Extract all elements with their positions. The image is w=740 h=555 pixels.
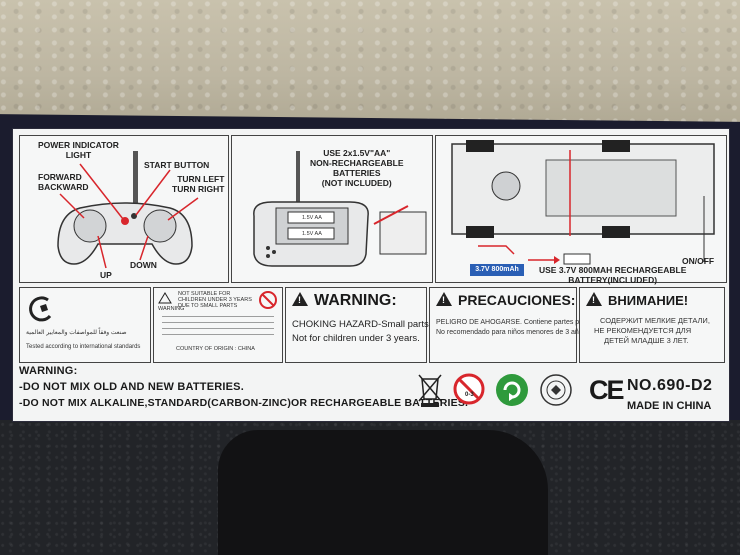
controller-drawing xyxy=(57,151,199,269)
made-in-china: MADE IN CHINA xyxy=(627,400,712,412)
standards-arabic: صنعت وفقاً للمواصفات والمعايير العالمية xyxy=(26,330,127,336)
warning-russian-box: ВНИМАНИЕ! СОДЕРЖИТ МЕЛКИЕ ДЕТАЛИ, НЕ РЕК… xyxy=(579,287,725,363)
warning-es-line1: PELIGRO DE AHOGARSE. Contiene partes peq… xyxy=(436,319,608,326)
age-notice-line2: CHILDREN UNDER 3 YEARS xyxy=(178,297,252,303)
warning-triangle-icon xyxy=(586,292,602,306)
standards-logo-icon xyxy=(29,296,52,322)
age-restriction-badge: 0-3 xyxy=(453,373,485,405)
warning-es-title-row: PRECAUCIONES: xyxy=(436,292,575,308)
age-notice-line3: DUE TO SMALL PARTS xyxy=(178,303,238,309)
warning-spanish-box: PRECAUCIONES: PELIGRO DE AHOGARSE. Conti… xyxy=(429,287,608,363)
vehicle-underside-drawing xyxy=(451,140,715,265)
wheel-front-left xyxy=(466,140,494,152)
age-symbol-text: 0-3 xyxy=(465,392,474,398)
forward-backward-label: FORWARD BACKWARD xyxy=(38,172,89,192)
turn-left-right-label: TURN LEFT TURN RIGHT xyxy=(172,174,225,194)
battery-warning-line2: -DO NOT MIX ALKALINE,STANDARD(CARBON-ZIN… xyxy=(19,397,469,409)
battery-pack-tag: 3.7V 800mAh xyxy=(470,264,524,276)
aa-battery-instruction: USE 2x1.5V"AA" NON-RECHARGEABLE BATTERIE… xyxy=(310,148,404,188)
wheel-rear-left xyxy=(602,140,630,152)
up-label: UP xyxy=(100,270,112,280)
left-joystick xyxy=(73,209,107,243)
warning-en-line2: Not for children under 3 years. xyxy=(292,333,420,344)
weee-bin-icon xyxy=(418,374,442,407)
age-notice-line1: NOT SUITABLE FOR xyxy=(178,291,231,297)
warning-es-line2: No recomendado para niños menores de 3 a… xyxy=(436,329,589,336)
on-off-label: ON/OFF xyxy=(682,256,715,266)
warning-en-line1: CHOKING HAZARD-Small parts. xyxy=(292,319,432,330)
warning-ru-line1: СОДЕРЖИТ МЕЛКИЕ ДЕТАЛИ, xyxy=(600,316,710,325)
no-small-parts-icon xyxy=(259,291,277,309)
down-label: DOWN xyxy=(130,260,157,270)
no-under-3-icon xyxy=(453,373,485,405)
country-of-origin: COUNTRY OF ORIGIN : CHINA xyxy=(176,346,255,352)
controller-back-drawing xyxy=(253,151,427,267)
warning-ru-title-row: ВНИМАНИЕ! xyxy=(586,292,688,308)
ce-mark: CE xyxy=(589,375,624,405)
recycling-seal-icon xyxy=(540,374,572,406)
warning-es-title: PRECAUCIONES: xyxy=(458,292,576,308)
controller-antenna xyxy=(133,151,138,203)
power-indicator-label: POWER INDICATOR LIGHT xyxy=(38,140,119,160)
battery-cell-2: 1.5V AA xyxy=(302,231,322,237)
warning-en-title: WARNING: xyxy=(314,292,397,309)
battery-cell-1: 1.5V AA xyxy=(302,215,322,221)
right-joystick xyxy=(143,209,177,243)
controller-battery-panel: USE 2x1.5V"AA" NON-RECHARGEABLE BATTERIE… xyxy=(231,135,433,283)
battery-warning-title: WARNING: xyxy=(19,365,78,377)
age-notice-box: NOT SUITABLE FOR CHILDREN UNDER 3 YEARS … xyxy=(153,287,283,363)
vehicle-battery-panel: 3.7V 800mAh ON/OFF xyxy=(435,135,727,283)
controller-diagram-panel: POWER INDICATOR LIGHT START BUTTON FORWA… xyxy=(19,135,229,283)
warning-triangle-icon xyxy=(292,292,308,306)
warning-triangle-icon xyxy=(436,292,452,306)
battery-warning-line1: -DO NOT MIX OLD AND NEW BATTERIES. xyxy=(19,381,244,393)
warning-ru-title: ВНИМАНИЕ! xyxy=(608,293,689,308)
start-button-label: START BUTTON xyxy=(144,160,210,170)
standards-english: Tested according to international standa… xyxy=(26,344,141,350)
model-number: NO.690-D2 xyxy=(627,377,713,394)
warning-english-box: WARNING: CHOKING HAZARD-Small parts. Not… xyxy=(285,287,431,363)
warning-triangle-icon xyxy=(158,292,172,304)
wheel-rear-right xyxy=(602,226,630,238)
shoe-silhouette xyxy=(218,430,548,555)
battery-cover xyxy=(379,211,427,255)
recycle-icon xyxy=(496,374,528,406)
age-notice-warning-word: WARNING xyxy=(158,306,185,312)
wheel-front-right xyxy=(466,226,494,238)
arabic-warning-text xyxy=(162,316,274,338)
warning-en-title-row: WARNING: xyxy=(292,292,397,310)
warning-ru-line3: ДЕТЕЙ МЛАДШЕ 3 ЛЕТ. xyxy=(604,336,689,345)
instruction-label: POWER INDICATOR LIGHT START BUTTON FORWA… xyxy=(12,128,730,422)
pavement-background xyxy=(0,0,740,125)
warning-ru-line2: НЕ РЕКОМЕНДУЕТСЯ ДЛЯ xyxy=(594,326,692,335)
battery-bay xyxy=(545,159,677,217)
rechargeable-battery-instruction: USE 3.7V 800MAH RECHARGEABLE BATTERY(INC… xyxy=(539,265,687,285)
standards-box: صنعت وفقاً للمواصفات والمعايير العالمية … xyxy=(19,287,151,363)
